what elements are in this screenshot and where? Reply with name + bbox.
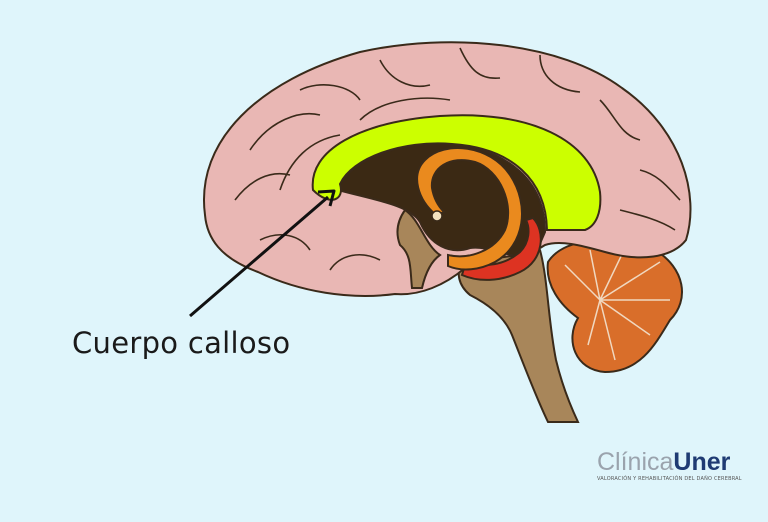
gyri-lines [234,47,681,271]
mammillary-body [431,210,443,222]
corpus-callosum [311,114,602,231]
corpus-callosum-label: Cuerpo calloso [72,326,291,360]
cerebellum-arbor [564,247,670,361]
clinica-uner-logo: ClínicaUner VALORACIÓN Y REHABILITACIÓN … [597,448,747,482]
fornix [416,147,523,271]
arrow-head-icon [317,189,336,207]
hypothalamus [396,208,442,289]
cerebellum [546,238,683,374]
logo-tagline: VALORACIÓN Y REHABILITACIÓN DEL DAÑO CER… [597,476,742,482]
logo-wordmark: ClínicaUner [597,448,731,476]
arrow-line [189,195,329,318]
